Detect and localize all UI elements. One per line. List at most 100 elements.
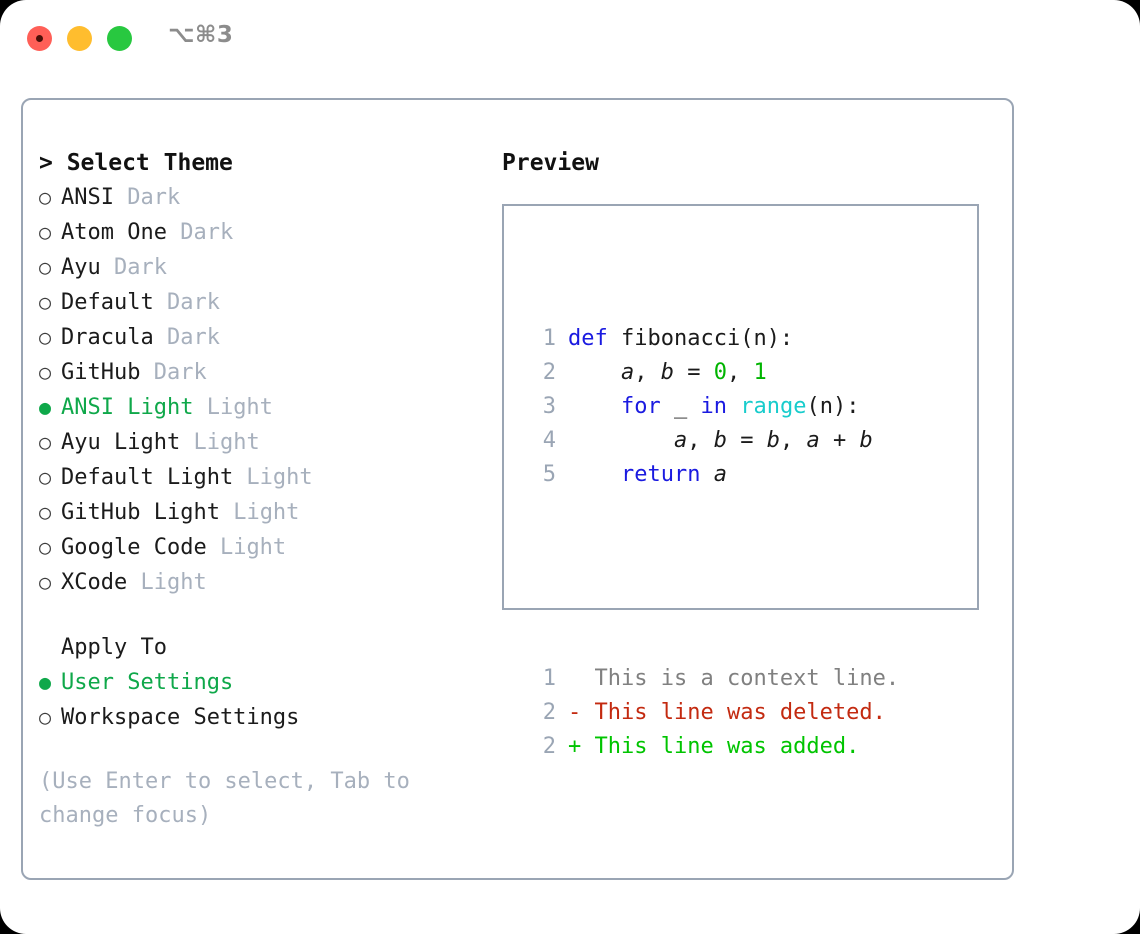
theme-option-variant: Light [127, 570, 207, 595]
diff-line-text: This line was added. [594, 734, 860, 759]
code-token-kw: return [620, 462, 701, 487]
theme-option-variant: Dark [100, 255, 167, 280]
code-line-content: for _ in range(n): [568, 390, 859, 424]
theme-option-label: Default Light [61, 465, 234, 490]
code-token-kw: def [568, 326, 608, 351]
apply-to-option-user-settings[interactable]: ●User Settings [39, 665, 479, 700]
theme-option-variant: Dark [140, 360, 207, 385]
theme-option-variant: Dark [166, 220, 234, 245]
code-token-txt: + [819, 428, 860, 453]
theme-option-label: Default [61, 290, 154, 315]
code-line-number: 2 [542, 360, 556, 385]
code-token-txt [568, 462, 621, 487]
code-diff-separator [526, 560, 899, 594]
theme-option-label: GitHub Light [61, 500, 220, 525]
code-line: 4 a, b = b, a + b [526, 424, 899, 458]
theme-option-label: Ayu [61, 255, 101, 280]
theme-option-ayu-light[interactable]: ○ Ayu Light Light [39, 425, 479, 460]
theme-option-default-light[interactable]: ○ Default Light Light [39, 460, 479, 495]
preview-column: Preview [502, 146, 992, 180]
diff-marker [568, 662, 595, 696]
theme-option-atom-one[interactable]: ○Atom One Dark [39, 215, 479, 250]
radio-unselected-icon: ○ [39, 430, 52, 454]
radio-unselected-icon: ○ [39, 535, 52, 559]
diff-sample: 1 This is a context line.2- This line wa… [526, 662, 899, 764]
diff-line-number: 1 [542, 666, 556, 691]
maximize-window-button[interactable] [107, 26, 132, 51]
code-token-txt [727, 394, 740, 419]
code-line-content: a, b = b, a + b [568, 424, 873, 458]
code-line: 3 for _ in range(n): [526, 390, 899, 424]
code-line: 2 a, b = 0, 1 [526, 356, 899, 390]
theme-option-variant: Dark [153, 325, 220, 350]
code-token-txt [568, 394, 621, 419]
main-panel: > Select Theme ○ANSI Dark○Atom One Dark○… [21, 98, 1014, 880]
code-token-txt: , [726, 360, 754, 385]
code-token-txt: fibonacci(n): [607, 326, 794, 351]
theme-option-label: XCode [61, 570, 128, 595]
code-token-var: a [806, 428, 820, 453]
theme-option-label: GitHub [61, 360, 141, 385]
code-token-var: a [713, 462, 727, 487]
apply-to-option-label: Workspace Settings [61, 705, 300, 730]
theme-option-variant: Light [233, 465, 313, 490]
code-token-txt: = [726, 428, 767, 453]
apply-to-option-workspace-settings[interactable]: ○Workspace Settings [39, 700, 479, 735]
theme-option-variant: Dark [153, 290, 220, 315]
code-line-content: def fibonacci(n): [568, 322, 793, 356]
radio-unselected-icon: ○ [39, 500, 52, 524]
theme-option-google-code[interactable]: ○Google Code Light [39, 530, 479, 565]
theme-option-github-light[interactable]: ○GitHub Light Light [39, 495, 479, 530]
code-token-txt: = [673, 360, 714, 385]
theme-option-dracula[interactable]: ○ Dracula Dark [39, 320, 479, 355]
apply-to-heading: Apply To [61, 635, 167, 660]
theme-option-label: ANSI [61, 185, 114, 210]
theme-option-variant: Dark [113, 185, 181, 210]
radio-selected-icon: ● [39, 395, 52, 419]
diff-line-ctx: 1 This is a context line. [526, 662, 899, 696]
keyboard-hint: (Use Enter to select, Tab to change focu… [39, 769, 424, 828]
diff-line-number: 2 [542, 700, 556, 725]
theme-option-list[interactable]: ○ANSI Dark○Atom One Dark○Ayu Dark○Defaul… [39, 180, 479, 600]
close-window-button[interactable] [27, 26, 52, 51]
window-title: ⌥⌘3 [168, 22, 234, 48]
radio-selected-icon: ● [39, 670, 52, 694]
code-token-kw: for [620, 394, 661, 419]
theme-option-label: ANSI Light [61, 395, 194, 420]
code-line-number: 3 [542, 394, 556, 419]
radio-unselected-icon: ○ [39, 570, 52, 594]
diff-line-add: 2+ This line was added. [526, 730, 899, 764]
apply-to-heading-indent [39, 630, 61, 664]
radio-unselected-icon: ○ [39, 290, 52, 314]
theme-option-xcode[interactable]: ○ XCode Light [39, 565, 479, 600]
theme-option-default[interactable]: ○ Default Dark [39, 285, 479, 320]
theme-option-label: Dracula [61, 325, 154, 350]
code-line: 5 return a [526, 458, 899, 492]
theme-option-variant: Light [180, 430, 260, 455]
code-token-var: b [713, 428, 727, 453]
theme-option-label: Ayu Light [61, 430, 181, 455]
code-token-txt [700, 462, 713, 487]
code-token-txt: (n): [806, 394, 860, 419]
code-token-var: a [673, 428, 688, 453]
theme-option-ansi[interactable]: ○ANSI Dark [39, 180, 479, 215]
diff-line-text: This line was deleted. [594, 700, 886, 725]
code-token-txt: _ [660, 394, 701, 419]
code-line-number: 1 [542, 326, 556, 351]
radio-unselected-icon: ○ [39, 325, 52, 349]
code-line-number: 5 [542, 462, 556, 487]
theme-option-github[interactable]: ○GitHub Dark [39, 355, 479, 390]
diff-line-text: This is a context line. [594, 666, 900, 691]
theme-option-ayu[interactable]: ○Ayu Dark [39, 250, 479, 285]
apply-to-option-list[interactable]: ●User Settings○Workspace Settings [39, 665, 479, 735]
diff-line-del: 2- This line was deleted. [526, 696, 899, 730]
radio-unselected-icon: ○ [39, 465, 52, 489]
minimize-window-button[interactable] [67, 26, 92, 51]
theme-option-ansi-light[interactable]: ●ANSI Light Light [39, 390, 479, 425]
code-line-content: a, b = 0, 1 [568, 356, 767, 390]
code-token-kw: in [700, 394, 727, 419]
diff-marker: - [568, 700, 595, 725]
apply-to-heading-row: Apply To [39, 630, 479, 665]
